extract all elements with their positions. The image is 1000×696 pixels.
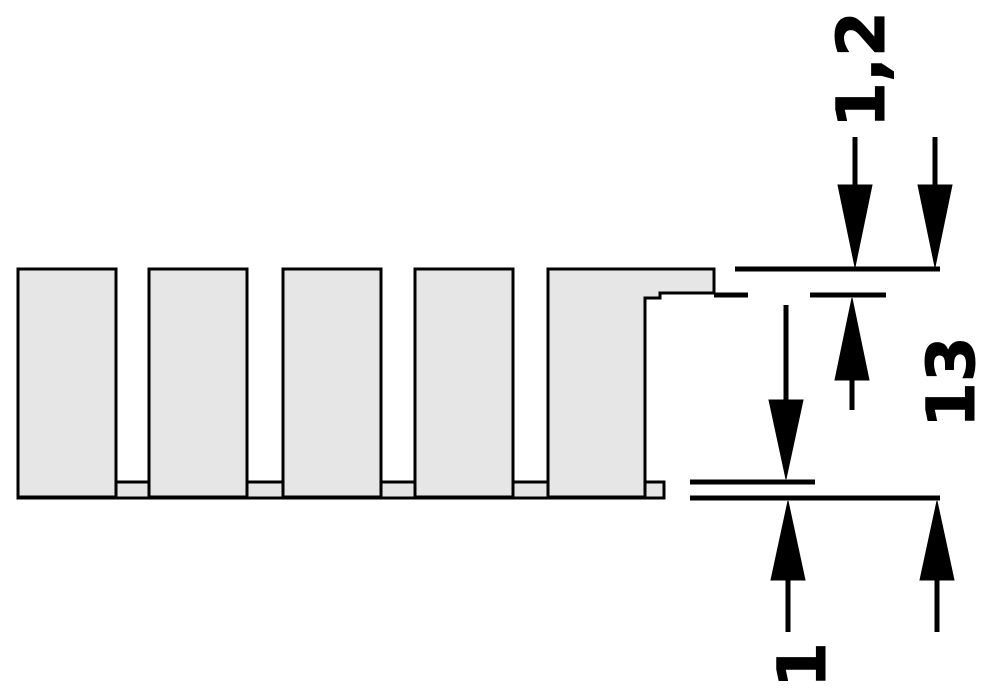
fin-2: [147, 267, 249, 499]
dimension-label-height: 13: [913, 336, 990, 428]
arrow-head-bottom-left: [770, 500, 806, 581]
dimension-bottom-gap: 1: [690, 305, 955, 689]
dimension-top-gap: 1,2: [714, 11, 953, 410]
fin-end: [546, 267, 716, 499]
fin-1: [16, 267, 118, 499]
fin-4: [413, 267, 515, 499]
arrow-head-step-up: [834, 297, 870, 381]
arrow-head-top-right: [917, 184, 953, 268]
dimension-height: 13: [913, 336, 991, 429]
arrow-head-down: [768, 399, 804, 480]
arrow-head-bottom-right: [919, 500, 955, 581]
dimension-label-top-gap: 1,2: [823, 11, 900, 128]
dimension-label-bottom-gap: 1: [764, 642, 841, 688]
profile-body: [16, 267, 716, 500]
fin-3: [281, 267, 383, 499]
arrow-head-top-left: [837, 184, 873, 268]
